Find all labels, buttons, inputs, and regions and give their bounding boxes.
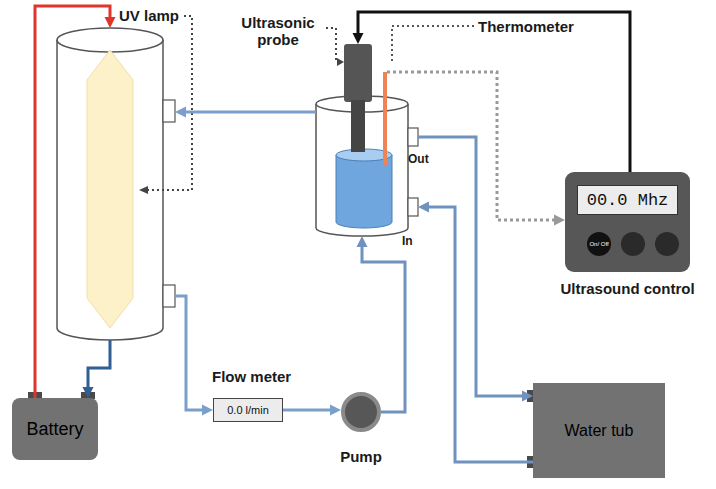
sensor-wire — [387, 71, 418, 74]
pipe-connector — [35, 6, 116, 398]
arrow-head — [105, 17, 116, 28]
pipe-connector — [175, 296, 213, 416]
arrow-head — [175, 107, 186, 118]
arrow-head — [418, 202, 429, 213]
lamp-label: UV lamp — [119, 7, 179, 24]
water-tub: Water tub — [533, 383, 665, 478]
pipe-connector — [175, 107, 316, 118]
pipe-connector — [83, 340, 111, 398]
arrow-head — [357, 236, 368, 247]
flow-meter: Flow meter0.0 l/min — [213, 398, 283, 422]
pipe-connector — [418, 72, 565, 226]
pipe-connector — [353, 12, 631, 172]
vessel-port — [408, 198, 418, 216]
connector-line — [184, 111, 316, 114]
leader-arrow — [139, 186, 148, 194]
probe-horn — [351, 100, 365, 152]
pipe-connector — [283, 405, 341, 416]
control-knob — [655, 232, 679, 256]
sample-liquid — [336, 155, 392, 228]
port-label: In — [402, 234, 413, 248]
pump-label: Pump — [340, 448, 382, 465]
uv-reactor: UV lamp — [57, 28, 175, 340]
thermometer-label: Thermometer — [478, 18, 574, 35]
reactor-body — [57, 40, 163, 340]
flow-reading: 0.0 l/min — [227, 404, 269, 416]
leader-line — [392, 26, 474, 64]
sonication-vessel: OutIn — [316, 44, 418, 236]
pump: Pump — [341, 392, 381, 432]
port-label: Out — [408, 152, 429, 166]
arrow-head — [522, 391, 533, 402]
pipe-connector — [418, 137, 533, 402]
power-button: On/ Off — [587, 232, 611, 256]
connector-line — [35, 6, 110, 398]
leader-arrow — [337, 58, 344, 66]
pipe-connector — [418, 202, 533, 463]
probe-label: Ultrasonic probe — [232, 14, 324, 48]
arrow-head — [353, 33, 364, 44]
ultrasound-controller: 00.0 MhzOn/ OffUltrasound control — [565, 172, 690, 272]
connector-line — [283, 409, 332, 412]
vessel-port — [408, 128, 418, 146]
connector-line — [175, 296, 204, 410]
connector-line — [418, 72, 556, 220]
uv-lamp-tube — [87, 50, 133, 328]
pipe-connector — [357, 236, 406, 412]
frequency-display: 00.0 Mhz — [577, 185, 678, 215]
flow-meter-label: Flow meter — [212, 368, 291, 385]
arrow-head — [554, 215, 565, 226]
connector-line — [358, 12, 630, 172]
thermometer-rod — [383, 72, 387, 165]
battery: Battery — [12, 398, 98, 460]
reactor-port — [163, 100, 175, 122]
arrow-head — [330, 405, 341, 416]
reactor-top — [57, 28, 163, 52]
connector-line — [418, 137, 524, 396]
tub-label: Water tub — [565, 422, 634, 440]
probe-body — [344, 44, 372, 102]
connector-line — [362, 245, 405, 412]
connector-line — [427, 207, 533, 462]
controller-label: Ultrasound control — [560, 280, 694, 297]
arrow-head — [83, 387, 94, 398]
control-knob — [621, 232, 645, 256]
battery-label: Battery — [26, 419, 83, 440]
arrow-head — [202, 405, 213, 416]
connector-line — [88, 340, 110, 389]
leader-line — [147, 16, 192, 190]
leader-line — [326, 28, 338, 62]
reactor-port — [163, 285, 175, 307]
